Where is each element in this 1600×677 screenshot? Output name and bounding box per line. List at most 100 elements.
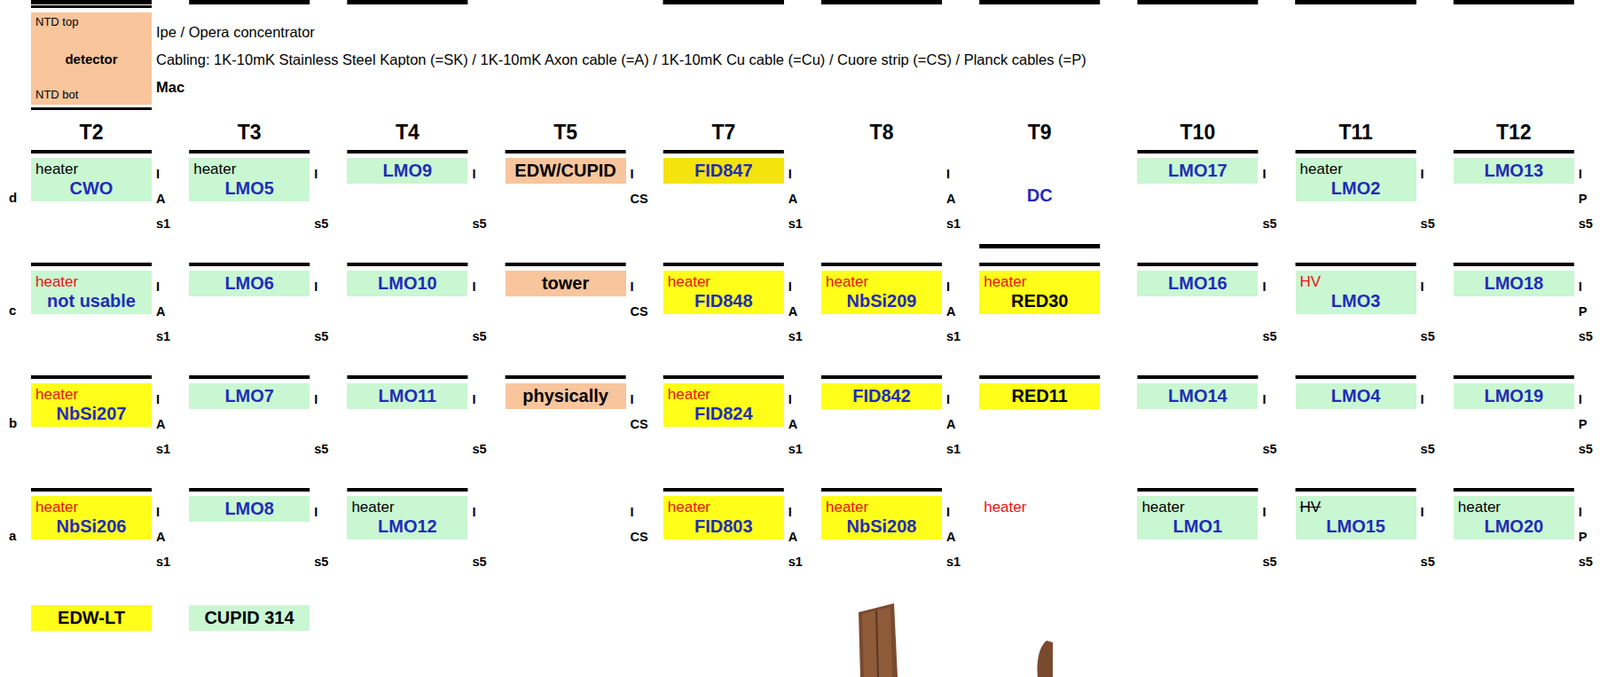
shelf-bar (346, 487, 468, 492)
heater-label: heater (35, 273, 79, 291)
label-text: s1 (946, 441, 961, 456)
detector-box: HVLMO3 (1295, 270, 1417, 314)
heater-label: heater (193, 160, 236, 179)
label-text: T9 (1027, 120, 1052, 144)
cable-label: s5 (1420, 327, 1436, 346)
detector-box: LMO13 (1453, 157, 1575, 184)
cable-label: I (946, 502, 950, 521)
cable-label: s1 (946, 552, 961, 571)
shelf-bar (1295, 262, 1417, 267)
detector-name: LMO7 (193, 385, 306, 407)
detector-box: FID842 (821, 383, 942, 409)
cable-label: s5 (471, 327, 487, 346)
detector-name: FID848 (667, 290, 780, 312)
label-text: T5 (553, 120, 578, 144)
column-header: T5 (505, 119, 627, 145)
cable-label: s1 (788, 327, 803, 346)
heater-label: HV (1300, 273, 1322, 291)
cable-label: I (471, 164, 476, 183)
cable-label: I (1262, 390, 1266, 408)
label-text: s1 (788, 216, 803, 231)
label-text: A (788, 529, 798, 544)
detector-box: heaterNbSi208 (821, 495, 942, 540)
detector-name: EDW-LT (35, 607, 148, 628)
label-text: I (1578, 392, 1583, 407)
label-text: CS (630, 529, 649, 544)
label-text: s5 (1262, 216, 1277, 231)
detector-box: heaterLMO5 (188, 157, 310, 202)
detector-name: LMO2 (1300, 178, 1412, 199)
label-text: A (156, 191, 165, 206)
label-text: s5 (1578, 329, 1593, 344)
heater-label: heater (667, 273, 711, 291)
cable-label: P (1578, 302, 1588, 321)
cable-label: I (946, 390, 950, 408)
shelf-bar (188, 375, 310, 379)
shelf-bar (663, 0, 785, 5)
heater-label: heater (1458, 498, 1501, 517)
detector-name: NbSi206 (35, 516, 148, 537)
label-text: I (788, 504, 793, 519)
cable-label: P (1578, 415, 1588, 433)
shelf-bar (1137, 0, 1258, 5)
label-text: I (630, 392, 635, 407)
cable-label: s1 (156, 214, 171, 233)
heater-label: heater (35, 160, 79, 179)
cable-label: I (630, 277, 635, 296)
label-text: I (788, 279, 793, 294)
detector-box: LMO8 (188, 495, 310, 522)
detector-name: LMO10 (351, 273, 463, 294)
label-text: Cabling: 1K-10mK Stainless Steel Kapton … (156, 51, 1087, 68)
detector-box: LMO18 (1453, 270, 1575, 297)
column-header: T7 (663, 119, 785, 145)
cable-label: s5 (471, 552, 487, 571)
label-text: s5 (471, 216, 487, 231)
cable-label: I (471, 390, 476, 408)
label-text: T2 (79, 120, 104, 144)
detector-name: FID824 (667, 403, 780, 424)
cable-label: I (471, 502, 476, 521)
shelf-bar (188, 0, 310, 5)
heater-label: heater (667, 385, 711, 404)
detector-name: LMO14 (1141, 385, 1254, 407)
shelf-bar (31, 262, 152, 267)
shelf-bar (979, 375, 1100, 379)
cable-label: s5 (1420, 552, 1436, 571)
detector-name: EDW/CUPID (509, 160, 622, 181)
cable-label: CS (630, 302, 649, 321)
detector-box: HVLMO15 (1295, 495, 1417, 540)
legend-text: NTD bot (35, 87, 79, 102)
cable-label: I (1578, 502, 1583, 521)
shelf-bar (31, 487, 152, 492)
label-text: A (946, 191, 956, 206)
shelf-bar (1295, 487, 1417, 492)
label-text: A (156, 416, 165, 432)
shelf-bar (188, 149, 310, 154)
detector-box: LMO9 (346, 157, 468, 184)
shelf-bar (505, 375, 627, 379)
cable-label: s5 (471, 439, 487, 458)
label-text: b (8, 415, 17, 431)
cable-label: s1 (156, 327, 171, 346)
label-text: s5 (313, 441, 329, 456)
shelf-bar (1137, 487, 1258, 492)
label-text: I (156, 504, 160, 519)
shelf-bar (31, 0, 152, 5)
label-text: heater (983, 498, 1027, 516)
cable-label: A (788, 527, 798, 546)
label-text: s5 (1578, 554, 1593, 569)
cable-label: I (1578, 164, 1583, 183)
shelf-bar (1453, 149, 1575, 154)
detector-name: LMO4 (1300, 385, 1412, 407)
shelf-bar (1137, 375, 1258, 379)
cable-label: A (788, 415, 798, 433)
label-text: s5 (313, 554, 329, 569)
detector-name: LMO1 (1141, 516, 1254, 537)
cable-label: s1 (156, 439, 171, 458)
cable-label: I (313, 390, 318, 408)
cable-label: I (788, 164, 793, 183)
column-header: T8 (821, 119, 942, 145)
detector-name: FID847 (667, 160, 780, 181)
cable-label: I (630, 390, 635, 408)
cable-label: I (1262, 502, 1266, 521)
